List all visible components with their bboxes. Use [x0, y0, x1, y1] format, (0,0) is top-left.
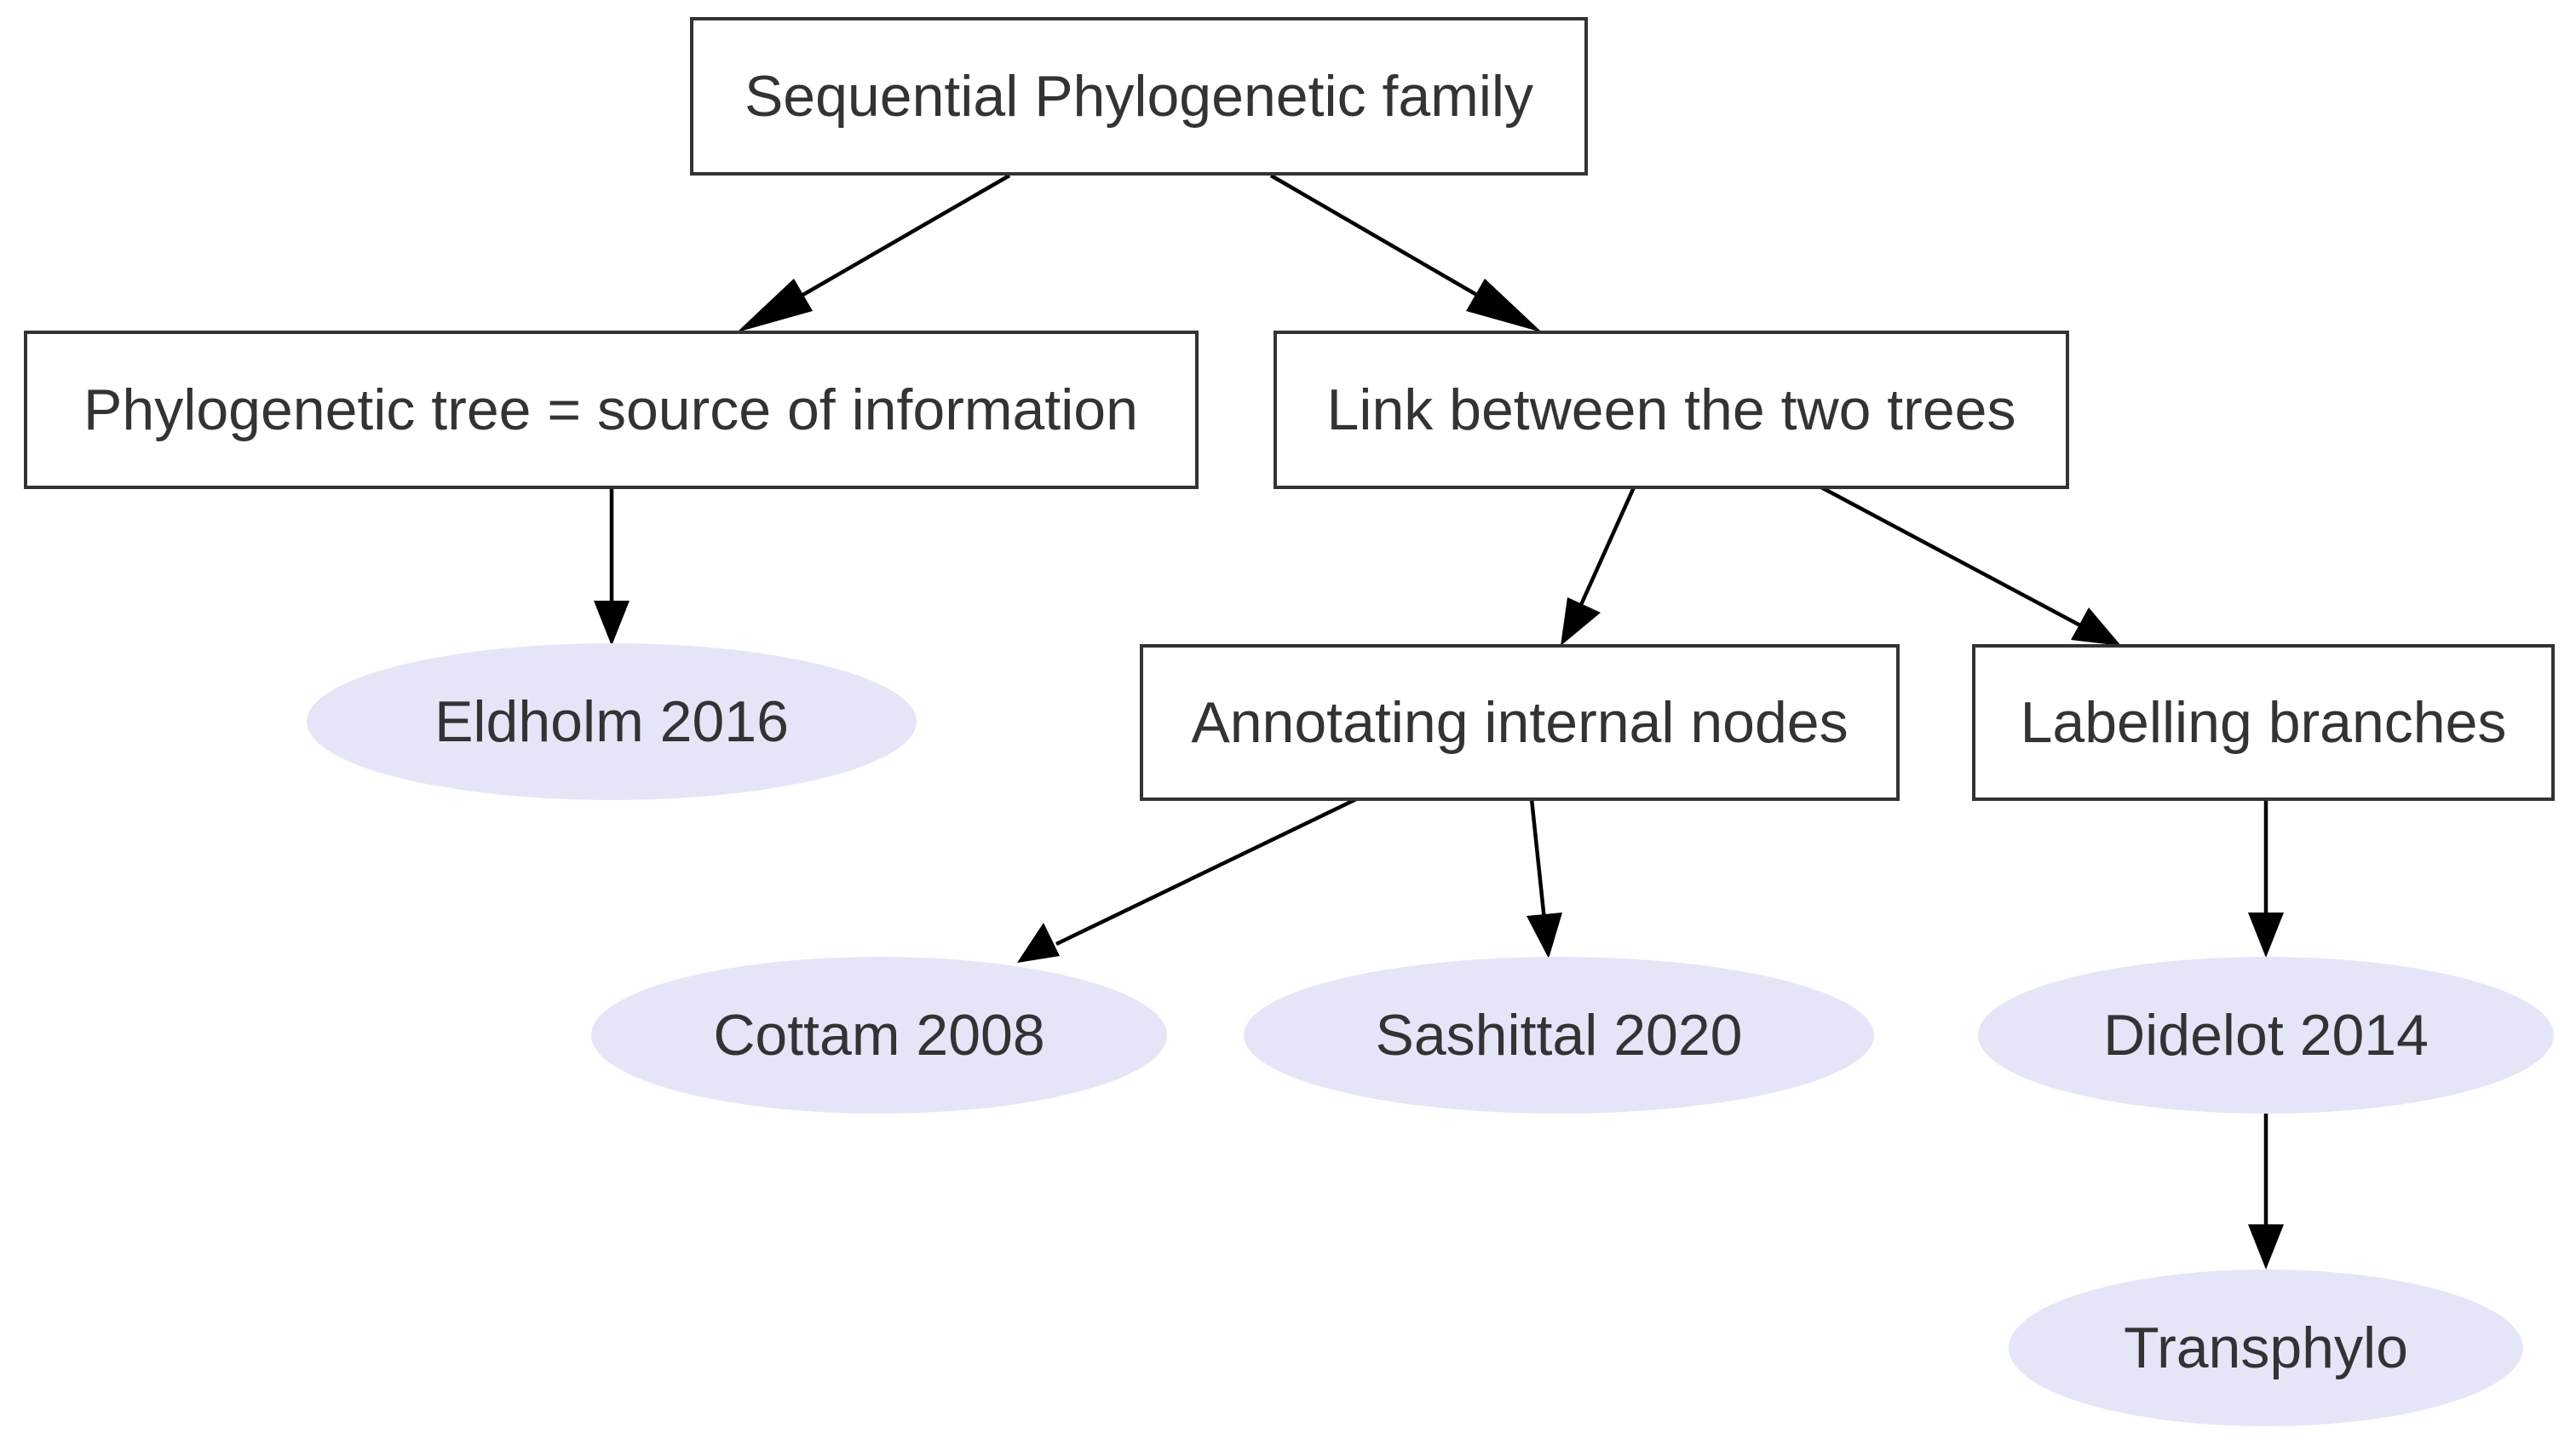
edge-tree-source-to-eldholm	[594, 487, 630, 646]
edge-annotating-to-sashittal	[1527, 798, 1562, 959]
edge-link-trees-to-annotating	[1561, 487, 1636, 646]
edge-link-trees-to-labelling	[1820, 486, 2121, 646]
edge-annotating-to-cottam	[1017, 797, 1357, 963]
node-annotating: Annotating internal nodes	[1140, 644, 1900, 801]
edge-root-to-tree-source	[737, 174, 1011, 332]
node-annotating-label: Annotating internal nodes	[1191, 690, 1848, 755]
node-labelling: Labelling branches	[1972, 644, 2555, 801]
node-root-label: Sequential Phylogenetic family	[745, 64, 1533, 129]
node-didelot: Didelot 2014	[1978, 957, 2554, 1114]
node-tree-source: Phylogenetic tree = source of informatio…	[24, 331, 1199, 489]
node-link-trees: Link between the two trees	[1274, 331, 2069, 489]
node-didelot-label: Didelot 2014	[2103, 1003, 2429, 1068]
edges	[594, 174, 2284, 1270]
node-cottam: Cottam 2008	[591, 957, 1167, 1114]
node-eldholm-label: Eldholm 2016	[434, 689, 789, 754]
node-sashittal: Sashittal 2020	[1244, 957, 1874, 1114]
node-labelling-label: Labelling branches	[2021, 690, 2507, 755]
edge-didelot-to-transphylo	[2248, 1112, 2284, 1270]
node-link-trees-label: Link between the two trees	[1327, 377, 2016, 442]
node-transphylo-label: Transphylo	[2124, 1316, 2408, 1380]
node-root: Sequential Phylogenetic family	[690, 17, 1588, 176]
node-tree-source-label: Phylogenetic tree = source of informatio…	[83, 377, 1138, 442]
edge-labelling-to-didelot	[2248, 799, 2284, 958]
node-cottam-label: Cottam 2008	[713, 1003, 1044, 1068]
node-sashittal-label: Sashittal 2020	[1376, 1003, 1743, 1068]
edge-root-to-link-trees	[1269, 174, 1542, 332]
node-eldholm: Eldholm 2016	[307, 643, 917, 800]
node-transphylo: Transphylo	[2009, 1270, 2523, 1426]
